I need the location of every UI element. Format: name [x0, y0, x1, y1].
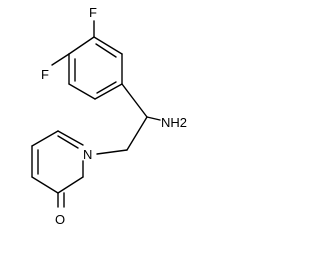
ring-nitrogen-label: N	[83, 147, 92, 162]
c-nh2-bond	[146, 116, 161, 121]
ring-bond	[31, 130, 59, 147]
aryl-ch-bond	[121, 83, 148, 118]
fluorine-label: F	[89, 5, 97, 20]
ring-bond	[68, 36, 95, 55]
chemical-structure: F F NH2 N O	[31, 5, 187, 227]
c-f-bond	[51, 53, 70, 66]
ring-double-bond	[96, 81, 117, 94]
ch-ch2-bond	[126, 116, 148, 151]
difluorophenyl-ring	[68, 36, 123, 100]
fluorine-label: F	[41, 67, 49, 82]
ring-bond	[57, 130, 84, 146]
ring-double-bond	[57, 135, 79, 149]
ring-bond	[31, 176, 59, 194]
ring-bond	[93, 36, 123, 55]
ring-double-bond	[95, 43, 117, 58]
ring-bond	[68, 83, 96, 100]
ring-bond	[94, 83, 123, 100]
pyridinone-ring	[31, 130, 84, 194]
ring-bond	[57, 176, 84, 194]
amine-label: NH2	[161, 115, 187, 130]
carbonyl-oxygen-label: O	[55, 212, 65, 227]
ch2-n-bond	[96, 149, 128, 155]
